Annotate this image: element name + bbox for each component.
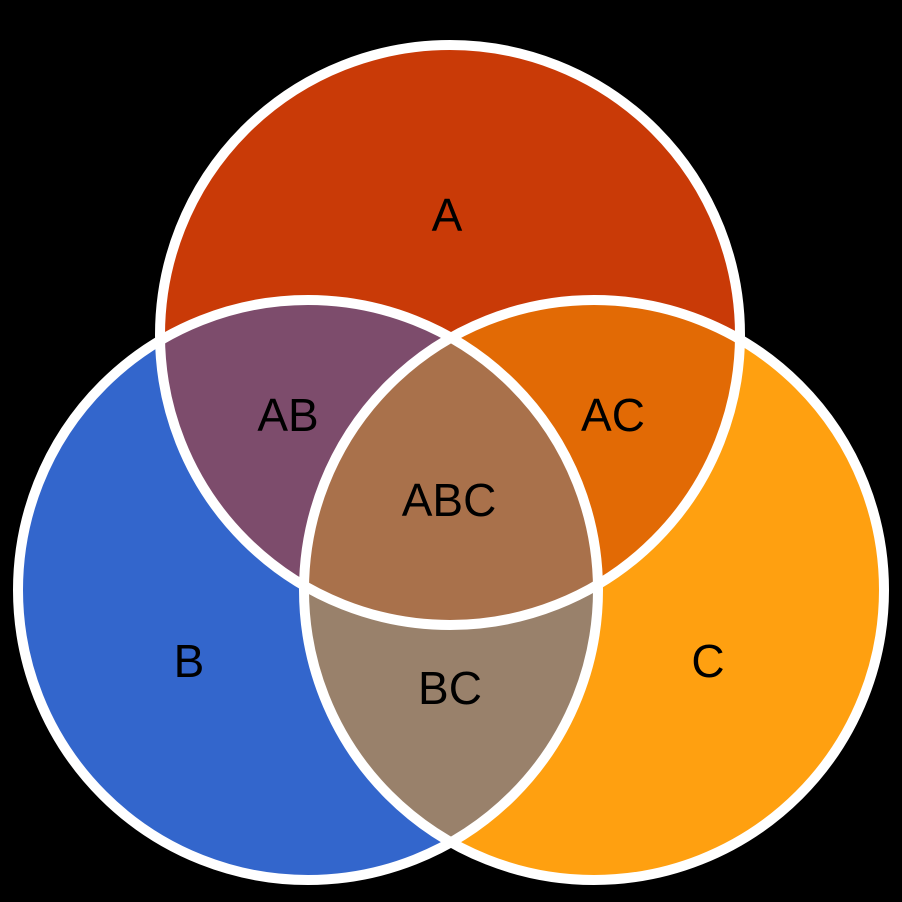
region-ac-label: AC	[581, 389, 645, 441]
region-abc-label: ABC	[402, 474, 497, 526]
set-c-outline	[299, 295, 889, 885]
set-c-label: C	[691, 635, 724, 687]
region-bc-label: BC	[418, 662, 482, 714]
set-b-outline	[13, 295, 603, 885]
region-ab-label: AB	[257, 389, 318, 441]
set-b-label: B	[174, 635, 205, 687]
set-a-label: A	[432, 189, 463, 241]
